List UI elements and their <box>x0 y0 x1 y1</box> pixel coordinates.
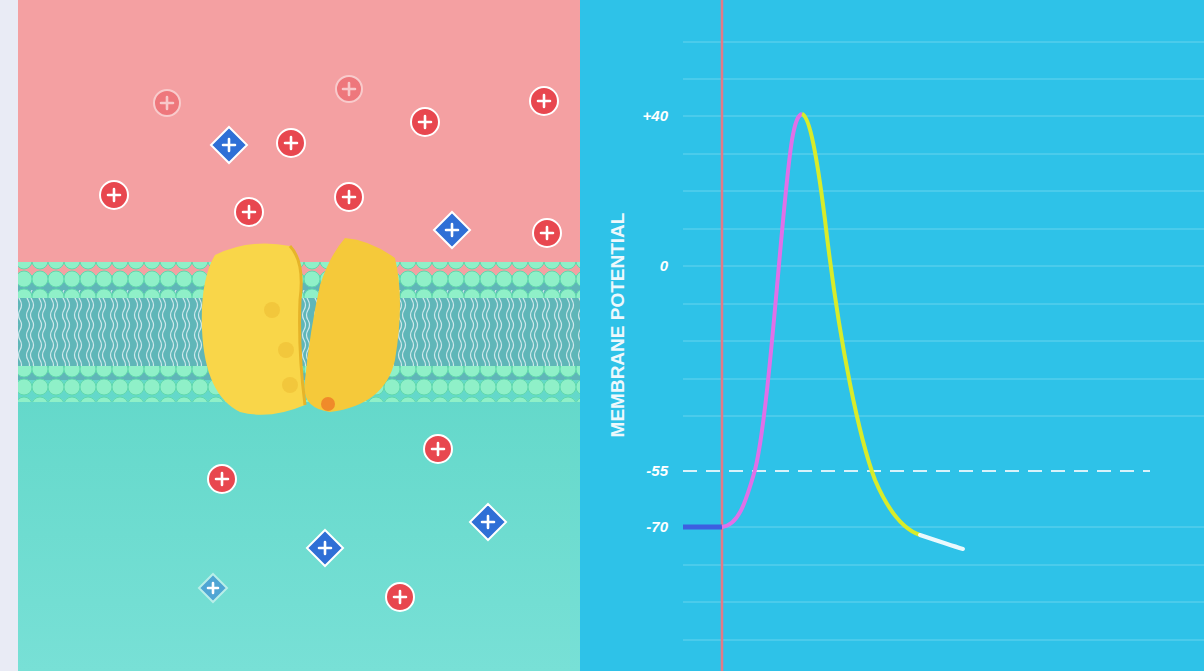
axis-tick-label: +40 <box>608 107 668 125</box>
axis-title: MEMBRANE POTENTIAL <box>607 213 629 438</box>
axis-tick-label: -70 <box>608 518 668 536</box>
axis-tick-label: -55 <box>608 462 668 480</box>
